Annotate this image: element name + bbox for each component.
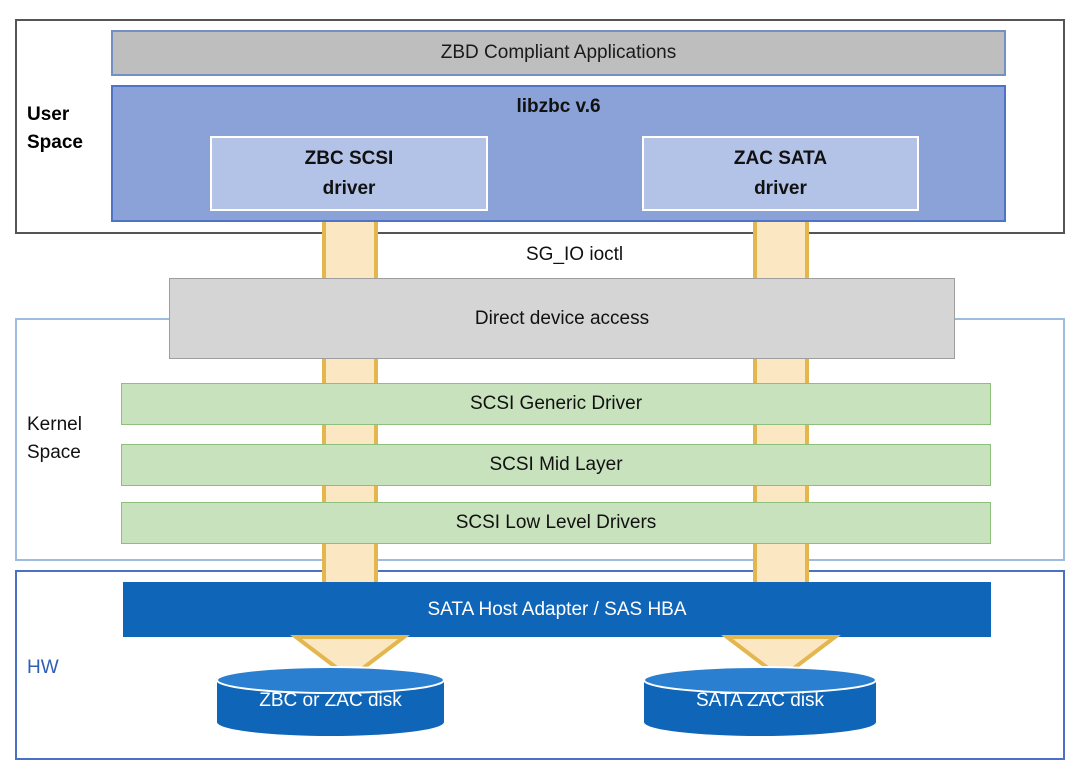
user-space-label: User Space bbox=[27, 104, 83, 153]
zbd-apps-block: ZBD Compliant Applications bbox=[111, 30, 1006, 76]
right-arrowhead bbox=[721, 635, 841, 681]
left-disk-label: ZBC or ZAC disk bbox=[259, 690, 402, 711]
sg-io-label: SG_IO ioctl bbox=[526, 244, 624, 265]
kernel-space-label: Kernel Space bbox=[27, 414, 82, 463]
left-arrowhead bbox=[290, 635, 410, 681]
hw-label: HW bbox=[27, 657, 59, 678]
scsi-generic-driver-block: SCSI Generic Driver bbox=[121, 383, 991, 425]
right-disk-label: SATA ZAC disk bbox=[695, 690, 825, 711]
hba-block: SATA Host Adapter / SAS HBA bbox=[123, 582, 991, 637]
direct-device-access-block: Direct device access bbox=[169, 278, 955, 359]
right-disk-icon bbox=[643, 666, 877, 736]
scsi-low-level-drivers-block: SCSI Low Level Drivers bbox=[121, 502, 991, 544]
libzbc-title: libzbc v.6 bbox=[516, 96, 601, 117]
zac-sata-driver-block: ZAC SATA driver bbox=[642, 136, 919, 211]
zbc-scsi-driver-block: ZBC SCSI driver bbox=[210, 136, 488, 211]
left-disk-icon bbox=[216, 666, 445, 736]
scsi-mid-layer-block: SCSI Mid Layer bbox=[121, 444, 991, 486]
